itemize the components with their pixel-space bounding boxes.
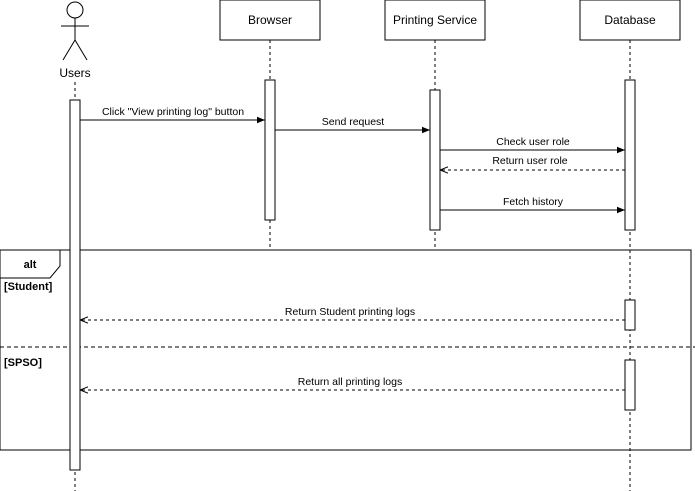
message-label-3: Check user role [496,136,570,148]
database-activation [624,79,636,231]
browser-activation [264,79,276,221]
guard-student: [Student] [4,281,53,293]
database-activation-spso [624,359,636,411]
users-activation [69,99,81,471]
message-label-7: Return all printing logs [298,376,402,388]
user-actor-icon [61,1,89,61]
printing-service-activation [429,89,441,231]
printing-service-box [384,0,486,41]
message-label-4: Return user role [492,155,567,167]
message-label-1: Click "View printing log" button [102,106,244,118]
guard-spso: [SPSO] [4,357,42,369]
alt-operator-label: alt [24,259,37,271]
database-label: Database [604,13,656,27]
message-label-5: Fetch history [503,196,564,208]
message-label-2: Send request [322,116,385,128]
database-box [579,0,681,41]
browser-box [219,0,321,41]
browser-label: Browser [248,13,292,27]
database-activation-student [624,299,636,331]
printing-service-label: Printing Service [393,13,477,27]
alt-fragment [0,249,692,451]
message-label-6: Return Student printing logs [285,306,415,318]
users-label: Users [59,66,90,80]
alt-operator-tab [0,249,61,279]
